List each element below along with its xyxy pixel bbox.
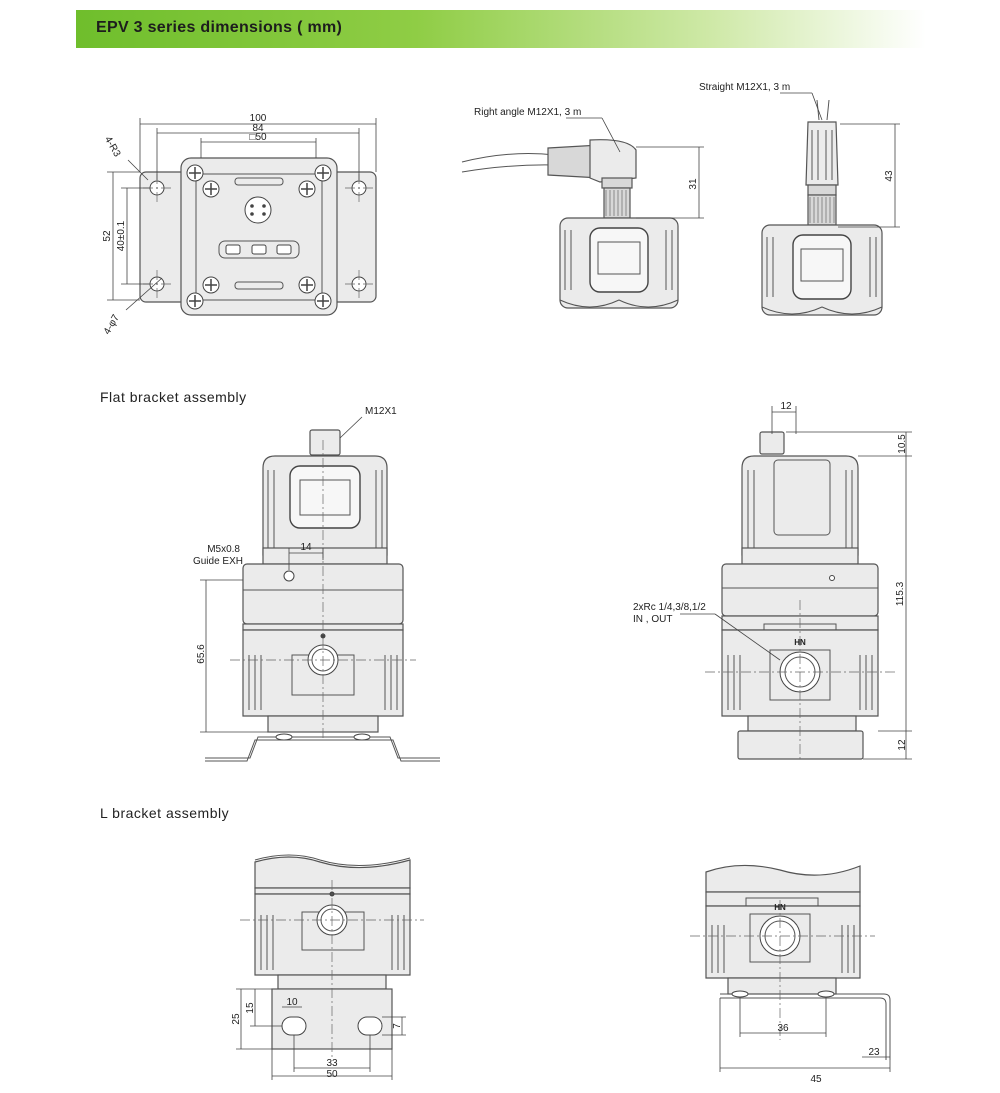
dim-14: 14 <box>300 542 312 553</box>
l-bracket-front: 10 25 15 7 33 50 <box>231 854 424 1080</box>
dim-84: 84 <box>252 123 264 134</box>
dim-40: 40±0.1 <box>116 220 127 251</box>
straight-view: 43 Straight M12X1, 3 m <box>699 82 900 316</box>
dim-10-5: 10.5 <box>897 434 908 454</box>
button-panel <box>218 240 300 259</box>
l-bracket-title: L bracket assembly <box>100 805 230 821</box>
header-banner: EPV 3 series dimensions ( mm) <box>76 10 926 48</box>
top-view: 100 84 □50 52 40±0.1 4-R3 4-φ7 <box>102 113 377 337</box>
dim-15: 15 <box>245 1002 256 1014</box>
right-angle-view: 31 Right angle M12X1, 3 m <box>461 107 704 309</box>
dim-50: □50 <box>249 132 267 143</box>
radius-label: 4-R3 <box>102 135 123 160</box>
flat-bracket-title: Flat bracket assembly <box>100 389 247 405</box>
dim-100: 100 <box>250 113 267 124</box>
dim-33: 33 <box>326 1058 338 1069</box>
l-bracket-side: HN 36 23 45 <box>690 864 891 1085</box>
straight-label: Straight M12X1, 3 m <box>699 82 790 93</box>
dim-10: 10 <box>286 997 298 1008</box>
exh-label: Guide EXH <box>193 556 243 567</box>
dim-31: 31 <box>688 178 699 190</box>
dim-45: 45 <box>810 1074 822 1085</box>
dim-50-l: 50 <box>326 1069 338 1080</box>
dim-52: 52 <box>102 230 113 242</box>
top-view-slot-bottom <box>234 281 284 290</box>
dim-36: 36 <box>777 1023 789 1034</box>
top-view-slot <box>234 177 284 186</box>
flat-bracket-front: 14 65.6 M12X1 M5x0.8 Guide EXH <box>193 406 440 762</box>
dim-7: 7 <box>392 1023 403 1029</box>
dim-65-6: 65.6 <box>196 644 207 664</box>
dim-12-top: 12 <box>780 401 792 412</box>
screw-icon <box>186 164 332 310</box>
port-label: 2xRc 1/4,3/8,1/2 <box>633 602 706 613</box>
m5-label: M5x0.8 <box>207 544 240 555</box>
connector-socket <box>244 196 272 224</box>
hole-label: 4-φ7 <box>102 313 122 337</box>
dim-23: 23 <box>868 1047 880 1058</box>
top-view-inner <box>195 173 323 301</box>
m12-label: M12X1 <box>365 406 397 417</box>
page-title: EPV 3 series dimensions ( mm) <box>96 19 343 36</box>
inout-label: IN , OUT <box>633 614 672 625</box>
top-view-body <box>180 157 338 316</box>
flat-bracket-side: HN 12 10.5 115.3 12 2xRc 1/4,3/8,1/2 IN … <box>633 401 912 760</box>
dim-115-3: 115.3 <box>895 581 906 606</box>
dim-12-bottom: 12 <box>897 739 908 751</box>
dim-43: 43 <box>884 170 895 182</box>
dim-25: 25 <box>231 1013 242 1025</box>
right-angle-label: Right angle M12X1, 3 m <box>474 107 581 118</box>
